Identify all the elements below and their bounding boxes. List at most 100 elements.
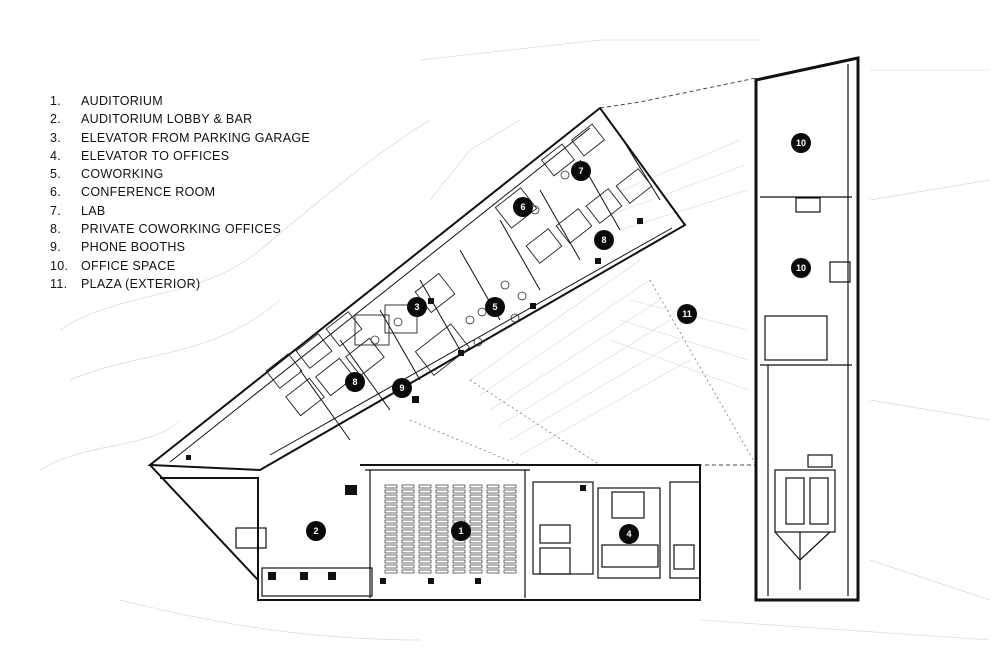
auditorium-seat (486, 564, 500, 569)
auditorium-seat (486, 569, 500, 574)
room-marker: 3 (407, 297, 427, 317)
legend-number: 11. (50, 276, 68, 291)
room-marker: 5 (485, 297, 505, 317)
room-marker-dot (407, 297, 427, 317)
room-marker-label: 5 (492, 302, 497, 312)
auditorium-seat (486, 499, 500, 504)
auditorium-seat (401, 489, 415, 494)
legend-label: COWORKING (81, 167, 164, 182)
legend-number: 4. (50, 148, 62, 163)
auditorium-seat (452, 514, 466, 519)
auditorium-seat (486, 514, 500, 519)
auditorium-seat (435, 504, 449, 509)
room-marker: 4 (619, 524, 639, 544)
auditorium-seat (384, 554, 398, 559)
auditorium-seat (418, 509, 432, 514)
auditorium-seat (418, 514, 432, 519)
auditorium-seat (503, 559, 517, 564)
auditorium-seat (452, 549, 466, 554)
auditorium-seat (469, 519, 483, 524)
auditorium-seat (401, 539, 415, 544)
legend-label: AUDITORIUM LOBBY & BAR (81, 112, 253, 127)
auditorium-seat (401, 569, 415, 574)
auditorium-seat (435, 559, 449, 564)
auditorium-seat (418, 504, 432, 509)
room-marker-label: 8 (601, 235, 606, 245)
auditorium-seat (486, 509, 500, 514)
room-marker-dot (594, 230, 614, 250)
auditorium-seat (418, 524, 432, 529)
auditorium-seat (503, 564, 517, 569)
auditorium-seat (503, 534, 517, 539)
room-marker-dot (513, 197, 533, 217)
auditorium-seat (384, 494, 398, 499)
legend-number: 7. (50, 203, 62, 218)
auditorium-seat (503, 489, 517, 494)
room-marker-dot (485, 297, 505, 317)
auditorium-seat (418, 549, 432, 554)
legend-item: 2. AUDITORIUM LOBBY & BAR (50, 110, 310, 128)
legend-label: ELEVATOR FROM PARKING GARAGE (81, 130, 311, 145)
auditorium-seat (384, 504, 398, 509)
auditorium-seat (418, 499, 432, 504)
auditorium-seat (435, 524, 449, 529)
auditorium-seat (486, 484, 500, 489)
auditorium-seat (486, 524, 500, 529)
room-marker-label: 2 (313, 526, 318, 536)
room-marker-dot (791, 133, 811, 153)
room-marker-dot (451, 521, 471, 541)
auditorium-seat (384, 489, 398, 494)
lower-block (149, 464, 701, 601)
auditorium-seat (435, 529, 449, 534)
auditorium-seat (384, 514, 398, 519)
auditorium-seat (486, 529, 500, 534)
auditorium-seat (435, 539, 449, 544)
room-marker: 9 (392, 378, 412, 398)
auditorium-seat (486, 519, 500, 524)
auditorium-seat (452, 544, 466, 549)
auditorium-seat (401, 484, 415, 489)
auditorium-seat (486, 539, 500, 544)
auditorium-seat (418, 494, 432, 499)
room-marker: 2 (306, 521, 326, 541)
room-marker: 8 (594, 230, 614, 250)
room-marker: 6 (513, 197, 533, 217)
auditorium-seat (435, 554, 449, 559)
room-legend: 1.AUDITORIUM 2.AUDITORIUM LOBBY & BAR 3.… (50, 92, 310, 293)
room-marker-dot (345, 372, 365, 392)
office-tower (754, 56, 860, 602)
lower-block-walls (235, 469, 701, 598)
auditorium-seat (401, 559, 415, 564)
auditorium-seat (452, 489, 466, 494)
auditorium-seat (384, 534, 398, 539)
legend-item: 10.OFFICE SPACE (50, 257, 310, 275)
auditorium-seat (503, 509, 517, 514)
auditorium-seat (401, 499, 415, 504)
coworking-wing (147, 106, 687, 472)
auditorium-seat (435, 489, 449, 494)
legend-item: 5.COWORKING (50, 165, 310, 183)
auditorium-seat (435, 549, 449, 554)
legend-label: AUDITORIUM (81, 94, 163, 108)
legend-number: 9. (50, 240, 62, 255)
auditorium-seat (401, 529, 415, 534)
auditorium-seat (384, 549, 398, 554)
auditorium-seating (384, 484, 517, 574)
room-marker-dot (791, 258, 811, 278)
auditorium-seat (503, 514, 517, 519)
room-marker-label: 10 (796, 263, 806, 273)
auditorium-seat (435, 484, 449, 489)
auditorium-seat (503, 524, 517, 529)
room-marker-label: 9 (399, 383, 404, 393)
auditorium-seat (418, 564, 432, 569)
auditorium-seat (401, 519, 415, 524)
auditorium-seat (401, 494, 415, 499)
auditorium-seat (435, 499, 449, 504)
auditorium-seat (384, 559, 398, 564)
auditorium-seat (452, 494, 466, 499)
auditorium-seat (384, 509, 398, 514)
legend-item: 4.ELEVATOR TO OFFICES (50, 147, 310, 165)
auditorium-seat (469, 554, 483, 559)
legend-number: 2. (50, 112, 62, 127)
auditorium-seat (418, 529, 432, 534)
